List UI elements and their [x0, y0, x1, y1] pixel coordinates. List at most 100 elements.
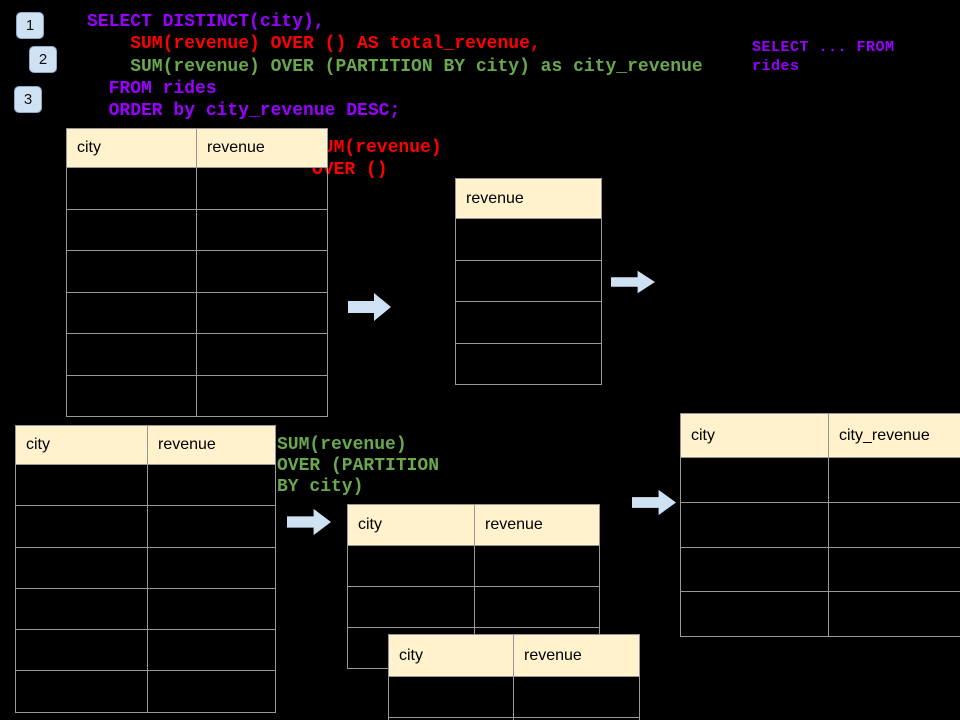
- code-line: SELECT ... FROM: [752, 39, 895, 56]
- table-row: [66, 333, 328, 376]
- table-row: [455, 259, 602, 302]
- select-from-rides-note: SELECT ... FROM rides: [752, 38, 895, 76]
- table-cell-empty: [455, 342, 602, 385]
- column-header-city: city: [680, 413, 829, 458]
- table-cell-empty: [147, 670, 276, 713]
- table-cell-empty: [147, 546, 276, 589]
- sql-query-code: SELECT DISTINCT(city), SUM(revenue) OVER…: [87, 11, 703, 122]
- step-badge-2: 2: [29, 46, 57, 73]
- table-row: [15, 670, 276, 713]
- table-cell-empty: [196, 167, 328, 210]
- arrow-to-result-icon: [632, 489, 676, 516]
- table-row: [15, 463, 276, 507]
- table-cell-empty: [347, 545, 475, 587]
- table-row: [15, 629, 276, 672]
- table-cell-empty: [15, 463, 148, 507]
- table-row: [680, 591, 960, 637]
- table-cell-empty: [15, 505, 148, 548]
- code-line: SUM(revenue): [277, 435, 407, 455]
- table-row: [15, 505, 276, 548]
- table-cell-empty: [680, 591, 829, 637]
- table-cell-empty: [66, 291, 197, 334]
- code-line: SUM(revenue) OVER () AS total_revenue,: [87, 34, 541, 55]
- code-line: SELECT DISTINCT(city),: [87, 12, 325, 32]
- table-cell-empty: [66, 208, 197, 251]
- sum-over-annotation: SUM(revenue)OVER (): [312, 137, 442, 181]
- table-cell-empty: [196, 250, 328, 293]
- table-row: [680, 546, 960, 593]
- table-cell-empty: [66, 167, 197, 210]
- table-row: [455, 342, 602, 385]
- table-cell-empty: [828, 546, 960, 593]
- code-line: rides: [752, 58, 800, 75]
- table-row: [680, 501, 960, 548]
- arrow-to-total-icon: [348, 293, 391, 321]
- code-line: OVER (PARTITION: [277, 456, 440, 476]
- column-header-revenue: revenue: [474, 504, 600, 546]
- table-cell-empty: [474, 545, 600, 587]
- table-cell-empty: [196, 291, 328, 334]
- table-row: [347, 586, 600, 628]
- table-row: [66, 250, 328, 293]
- table-row: [66, 374, 328, 417]
- table-cell-empty: [15, 587, 148, 631]
- column-header-city: city: [66, 128, 197, 168]
- code-line: SUM(revenue) OVER (PARTITION BY city) as…: [87, 56, 703, 77]
- table-cell-empty: [15, 546, 148, 589]
- code-line: OVER (): [312, 160, 388, 180]
- table-cell-empty: [347, 586, 475, 628]
- table-cell-empty: [828, 457, 960, 503]
- table-cell-empty: [680, 546, 829, 593]
- arrow-from-total-icon: [611, 270, 655, 294]
- table-row: [66, 291, 328, 334]
- arrow-to-partition-icon: [287, 508, 331, 536]
- table-cell-empty: [147, 505, 276, 548]
- table-cell-empty: [196, 333, 328, 376]
- table-cell-empty: [147, 463, 276, 507]
- column-header-city: city: [388, 634, 514, 677]
- code-line: SUM(revenue): [312, 138, 442, 158]
- table-cell-empty: [15, 670, 148, 713]
- table-cell-empty: [66, 333, 197, 376]
- table-cell-empty: [455, 259, 602, 302]
- step-badge-3: 3: [14, 86, 42, 113]
- table-cell-empty: [196, 208, 328, 251]
- table-row: [388, 676, 640, 718]
- table-cell-empty: [455, 218, 602, 261]
- table-row: [388, 717, 640, 720]
- table-cell-empty: [196, 374, 328, 417]
- table-cell-empty: [147, 629, 276, 672]
- table-row: [66, 208, 328, 251]
- table-row: [15, 546, 276, 589]
- step-badge-1: 1: [16, 12, 44, 39]
- table-row: [680, 457, 960, 503]
- table-row: [15, 587, 276, 631]
- column-header-revenue: revenue: [455, 178, 602, 219]
- table-cell-empty: [15, 629, 148, 672]
- table-cell-empty: [474, 586, 600, 628]
- code-line: ORDER by city_revenue DESC;: [87, 101, 401, 122]
- column-header-revenue: revenue: [196, 128, 328, 168]
- table-cell-empty: [66, 374, 197, 417]
- column-header-city: city: [15, 425, 148, 465]
- column-header-revenue: revenue: [147, 425, 276, 465]
- table-cell-empty: [680, 457, 829, 503]
- code-line: FROM rides: [87, 78, 217, 99]
- table-row: [347, 545, 600, 587]
- table-cell-empty: [388, 676, 514, 718]
- table-cell-empty: [513, 676, 640, 718]
- table-row: [455, 218, 602, 261]
- table-cell-empty: [66, 250, 197, 293]
- table-cell-empty: [828, 591, 960, 637]
- table-cell-empty: [828, 501, 960, 548]
- table-cell-empty: [455, 301, 602, 344]
- column-header-city: city: [347, 504, 475, 546]
- table-cell-empty: [147, 587, 276, 631]
